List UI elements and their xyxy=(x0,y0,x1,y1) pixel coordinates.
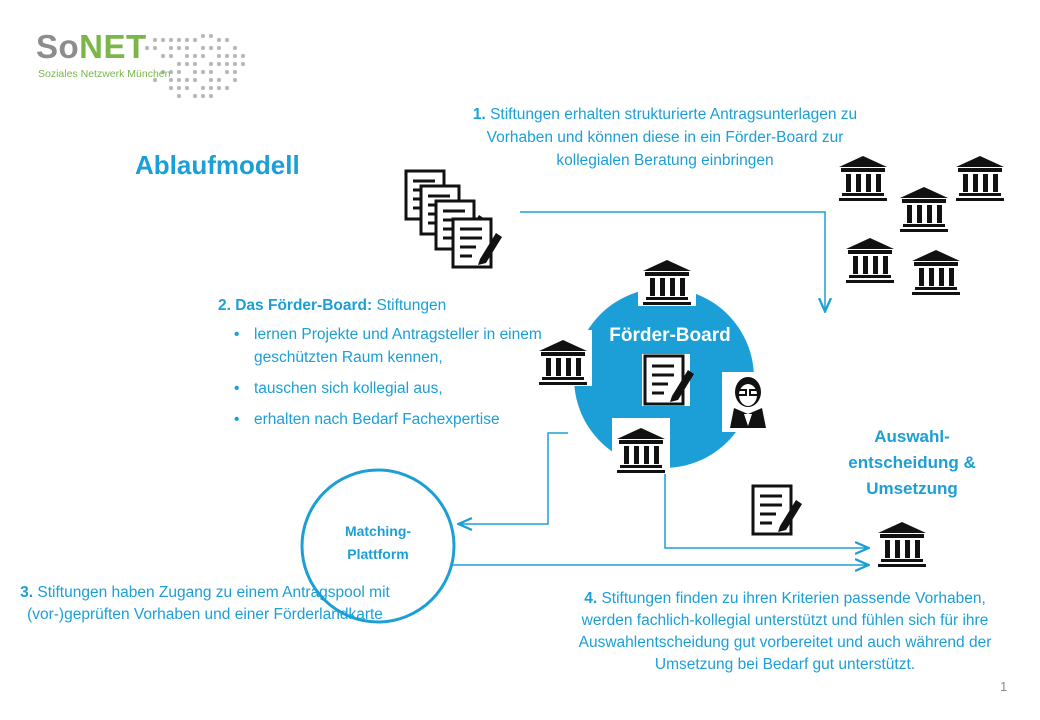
step-3-text: 3. Stiftungen haben Zugang zu einem Antr… xyxy=(20,584,390,623)
list-item: tauschen sich kollegial aus, xyxy=(234,377,548,400)
logo-dots xyxy=(145,34,245,98)
step-2-text: 2. Das Förder-Board: Stiftungen lernen P… xyxy=(218,294,548,439)
building-icon xyxy=(900,187,948,232)
decision-label: Auswahl- entscheidung & Umsetzung xyxy=(848,427,976,498)
logo-wordmark: SoNET xyxy=(36,28,147,65)
matching-platform-label: Matching- Plattform xyxy=(344,523,412,562)
page-number: 1 xyxy=(1000,679,1008,694)
building-icon xyxy=(846,238,894,283)
building-icon-group xyxy=(839,156,1004,295)
list-item: lernen Projekte und Antragsteller in ein… xyxy=(234,323,548,369)
building-icon xyxy=(878,522,926,567)
step-4-text: 4. Stiftungen finden zu ihren Kriterien … xyxy=(578,590,992,673)
matching-platform-circle xyxy=(300,468,456,624)
building-icon xyxy=(956,156,1004,201)
document-stack-icon xyxy=(404,169,504,269)
document-pen-icon xyxy=(751,484,804,536)
foerder-board-label: Förder-Board xyxy=(609,325,731,346)
arrow-board-to-matching xyxy=(460,432,568,524)
sonet-logo: SoNET Soziales Netzwerk München xyxy=(36,28,256,98)
step-1-text: 1. Stiftungen erhalten strukturierte Ant… xyxy=(472,106,858,169)
person-icon xyxy=(730,377,766,428)
board-members xyxy=(534,250,774,474)
logo-subtitle: Soziales Netzwerk München xyxy=(38,68,171,80)
step-2-bullets: lernen Projekte und Antragsteller in ein… xyxy=(218,323,548,431)
list-item: erhalten nach Bedarf Fachexpertise xyxy=(234,408,548,431)
building-icon xyxy=(912,250,960,295)
page-title: Ablaufmodell xyxy=(135,150,300,180)
arrow-step1-to-board xyxy=(520,211,825,310)
